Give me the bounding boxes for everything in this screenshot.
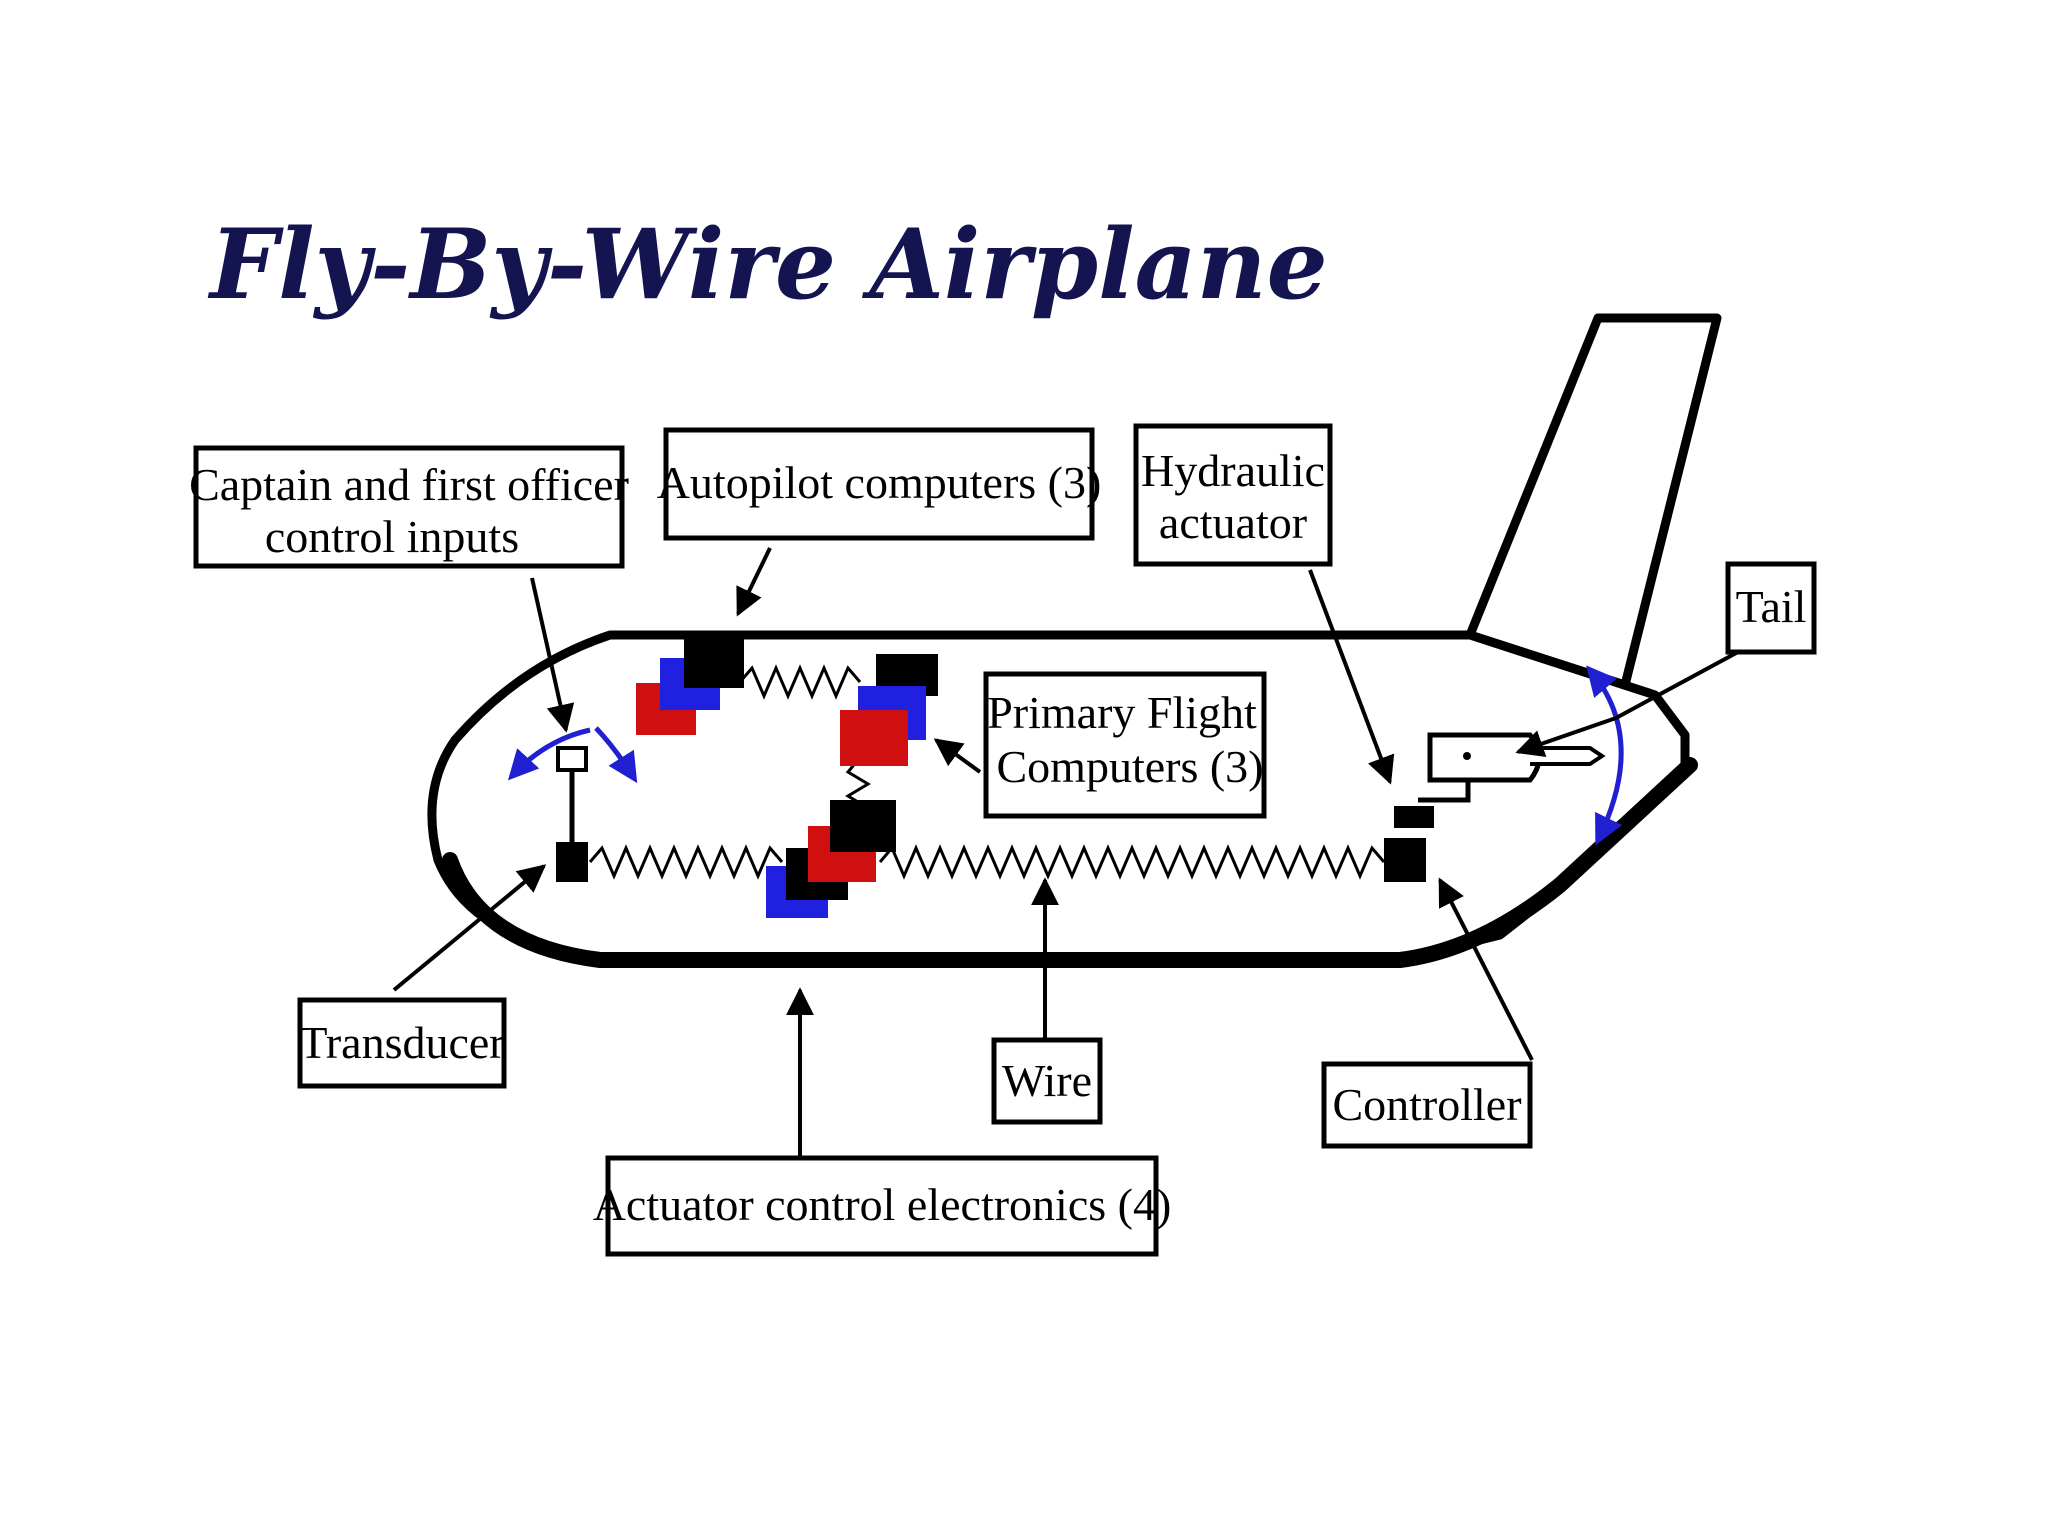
leader-control-inputs <box>530 577 575 733</box>
label-controller-text: Controller <box>1332 1079 1521 1130</box>
label-control-inputs-line1: Captain and first officer <box>189 459 629 510</box>
leader-transducer <box>392 864 547 992</box>
leader-tail-arrow <box>1515 716 1617 757</box>
label-tail-text: Tail <box>1736 581 1807 632</box>
wire-bottom <box>588 844 784 880</box>
label-control-inputs: Captain and first officer control inputs <box>189 445 629 569</box>
stick-grip <box>556 746 588 772</box>
wire-runs <box>588 664 1386 880</box>
control-stick-icon <box>507 726 638 882</box>
airplane <box>427 313 1722 968</box>
controller-link <box>1394 806 1434 828</box>
page-title: Fly-By-Wire Airplane <box>207 208 1328 321</box>
wire-long <box>878 844 1386 880</box>
label-pfc-line2: Computers (3) <box>996 741 1263 792</box>
label-controller: Controller <box>1321 1061 1533 1149</box>
label-hydraulic: Hydraulic actuator <box>1133 423 1333 567</box>
label-tail: Tail <box>1725 561 1817 655</box>
actuator-cylinder <box>1427 732 1542 783</box>
actuator-rod <box>1530 746 1606 766</box>
transducer-block <box>556 842 588 882</box>
elevator-motion-arrow <box>1586 665 1624 846</box>
label-autopilot: Autopilot computers (3) <box>657 427 1102 541</box>
computer-stack-icon <box>636 636 744 735</box>
leader-lines <box>392 547 1739 1158</box>
leader-pfc <box>933 738 982 774</box>
leader-controller <box>1438 877 1534 1061</box>
label-control-inputs-line2: control inputs <box>265 511 519 562</box>
label-wire: Wire <box>991 1037 1103 1125</box>
stick-motion-arrow-left <box>507 727 591 781</box>
ace-black-top <box>830 800 896 852</box>
hydraulic-actuator-icon <box>1384 665 1624 882</box>
vertical-stabilizer <box>1465 313 1722 690</box>
label-autopilot-text: Autopilot computers (3) <box>657 457 1102 508</box>
pfc-red <box>840 710 908 766</box>
stick-motion-arrow-right <box>594 726 638 784</box>
computer-stack-icon <box>766 800 896 918</box>
fuselage-underside <box>442 757 1698 968</box>
label-ace: Actuator control electronics (4) <box>593 1155 1172 1257</box>
controller-block <box>1384 838 1426 882</box>
label-ace-text: Actuator control electronics (4) <box>593 1179 1172 1230</box>
leader-tail <box>1615 650 1739 720</box>
label-hydraulic-line2: actuator <box>1159 497 1307 548</box>
label-transducer-text: Transducer <box>299 1017 504 1068</box>
leader-autopilot <box>736 547 772 617</box>
label-hydraulic-line1: Hydraulic <box>1141 445 1325 496</box>
actuator-pivot <box>1463 752 1471 760</box>
computer-stack-icon <box>840 654 938 766</box>
label-pfc-line1: Primary Flight <box>987 687 1257 738</box>
actuator-mount <box>1418 782 1471 803</box>
wire-top <box>738 664 862 700</box>
label-transducer: Transducer <box>297 997 507 1089</box>
leader-hydraulic <box>1308 569 1395 785</box>
autopilot-black <box>684 636 744 688</box>
label-wire-text: Wire <box>1002 1055 1092 1106</box>
label-pfc: Primary Flight Computers (3) <box>983 671 1267 819</box>
